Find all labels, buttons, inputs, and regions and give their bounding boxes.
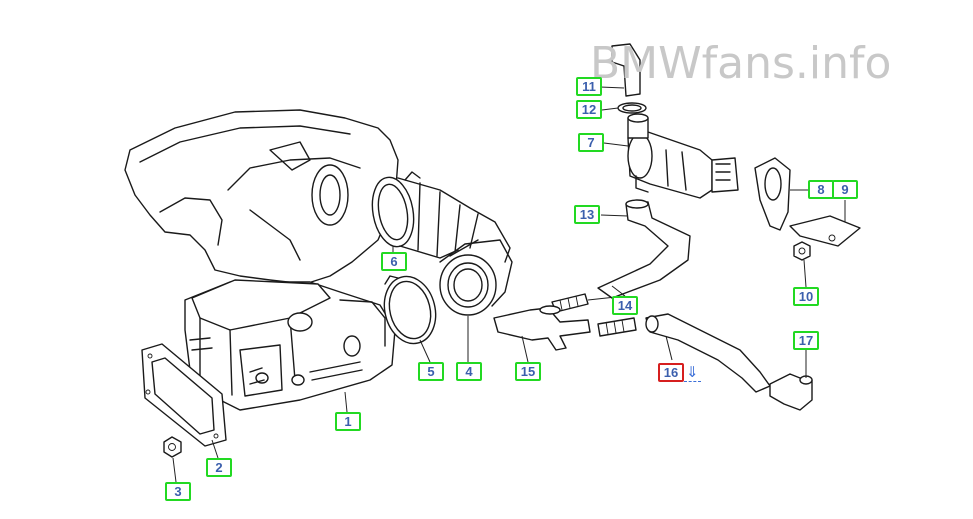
callout-3[interactable]: 3 <box>165 482 191 501</box>
gasket <box>141 343 227 447</box>
callout-12[interactable]: 12 <box>576 100 602 119</box>
callout-17[interactable]: 17 <box>793 331 819 350</box>
callout-11[interactable]: 11 <box>576 77 602 96</box>
callout-10[interactable]: 10 <box>793 287 819 306</box>
callout-15[interactable]: 15 <box>515 362 541 381</box>
connector-14 <box>551 293 637 337</box>
nut-10 <box>793 241 811 261</box>
down-arrow-icon[interactable]: ⇓ <box>684 364 701 382</box>
nut <box>163 436 182 458</box>
hose-clamp <box>383 275 437 345</box>
t-piece <box>493 305 591 351</box>
leader-lines <box>172 86 846 483</box>
callout-4[interactable]: 4 <box>456 362 482 381</box>
callout-6[interactable]: 6 <box>381 252 407 271</box>
idle-control-valve <box>627 113 739 199</box>
callout-7[interactable]: 7 <box>578 133 604 152</box>
intake-bellows <box>371 171 511 263</box>
bracket-ring <box>754 157 791 231</box>
intake-manifold <box>124 109 399 285</box>
hose-13 <box>597 199 691 299</box>
callout-14[interactable]: 14 <box>612 296 638 315</box>
callout-2[interactable]: 2 <box>206 458 232 477</box>
small-hose <box>611 43 647 114</box>
rubber-boot <box>439 239 513 316</box>
callout-1[interactable]: 1 <box>335 412 361 431</box>
callout-13[interactable]: 13 <box>574 205 600 224</box>
callout-16[interactable]: 16 <box>658 363 684 382</box>
bracket <box>789 215 861 247</box>
callout-5[interactable]: 5 <box>418 362 444 381</box>
watermark: BMWfans.info <box>590 38 892 89</box>
elbow-17 <box>769 373 813 411</box>
callout-8[interactable]: 8 <box>808 180 834 199</box>
callout-9[interactable]: 9 <box>832 180 858 199</box>
hose-16 <box>645 313 771 393</box>
